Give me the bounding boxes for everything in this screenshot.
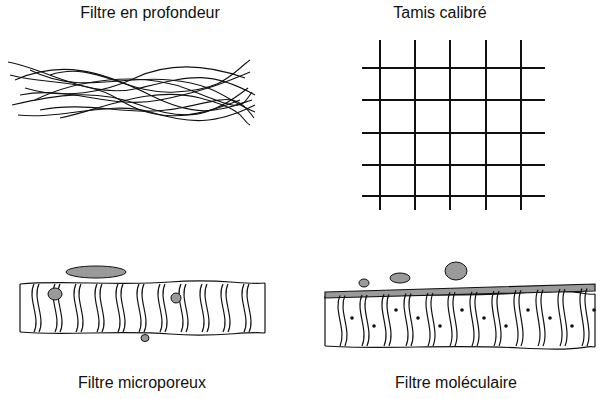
filter-caption: Filtre en profondeur: [80, 4, 220, 22]
pore-wall: [497, 291, 501, 346]
pore-wall: [100, 284, 104, 332]
pore-wall: [426, 293, 430, 346]
solute-dot: [504, 324, 508, 328]
pore-wall: [221, 284, 225, 332]
calibrated-sieve-grid: [362, 40, 545, 210]
pore-wall: [475, 292, 479, 346]
pore-wall: [205, 284, 209, 332]
pore-wall: [492, 291, 496, 346]
solute-dot: [592, 308, 596, 312]
pore-wall: [580, 288, 584, 346]
pore-wall: [226, 284, 230, 332]
solute-dot: [548, 316, 552, 320]
pore-wall: [382, 294, 386, 346]
pore-wall: [365, 295, 369, 346]
microporous-membrane: [20, 281, 265, 336]
pore-wall: [563, 289, 567, 346]
pore-wall: [200, 284, 204, 332]
depth-filter-fibers: [8, 60, 255, 125]
pore-wall: [338, 296, 342, 346]
filter-caption: Filtre moléculaire: [395, 374, 517, 392]
pore-wall: [163, 284, 167, 332]
pore-wall: [343, 296, 347, 346]
pore-wall: [585, 288, 589, 346]
pore-wall: [247, 284, 251, 332]
pore-wall: [158, 284, 162, 332]
solute-dot: [526, 308, 530, 312]
pore-wall: [404, 294, 408, 346]
pore-wall: [360, 295, 364, 346]
pore-wall: [448, 292, 452, 346]
pore-wall: [387, 294, 391, 346]
pore-wall: [179, 284, 183, 332]
solute-dot: [416, 316, 420, 320]
solute-dot: [394, 308, 398, 312]
pore-wall: [409, 294, 413, 346]
pore-wall: [121, 284, 125, 332]
pore-wall: [137, 284, 141, 332]
pore-wall: [541, 290, 545, 346]
filter-caption: Filtre microporeux: [78, 374, 206, 392]
molecular-membrane: [325, 284, 596, 349]
pore-wall: [431, 293, 435, 346]
pore-wall: [558, 289, 562, 346]
pore-wall: [184, 284, 188, 332]
pore-wall: [142, 284, 146, 332]
solute-dot: [372, 324, 376, 328]
pore-wall: [74, 284, 78, 332]
solute-dot: [460, 308, 464, 312]
pore-wall: [536, 290, 540, 346]
pore-wall: [32, 284, 36, 332]
filter-caption: Tamis calibré: [393, 4, 486, 22]
pore-wall: [95, 284, 99, 332]
solute-dot: [350, 316, 354, 320]
pore-wall: [470, 292, 474, 346]
pore-wall: [37, 284, 41, 332]
retained-particles: [48, 262, 467, 342]
solute-dot: [438, 324, 442, 328]
pore-wall: [116, 284, 120, 332]
pore-wall: [514, 290, 518, 346]
solute-dot: [570, 324, 574, 328]
pore-wall: [242, 284, 246, 332]
pore-wall: [519, 290, 523, 346]
pore-wall: [453, 292, 457, 346]
pore-wall: [79, 284, 83, 332]
solute-dot: [482, 316, 486, 320]
